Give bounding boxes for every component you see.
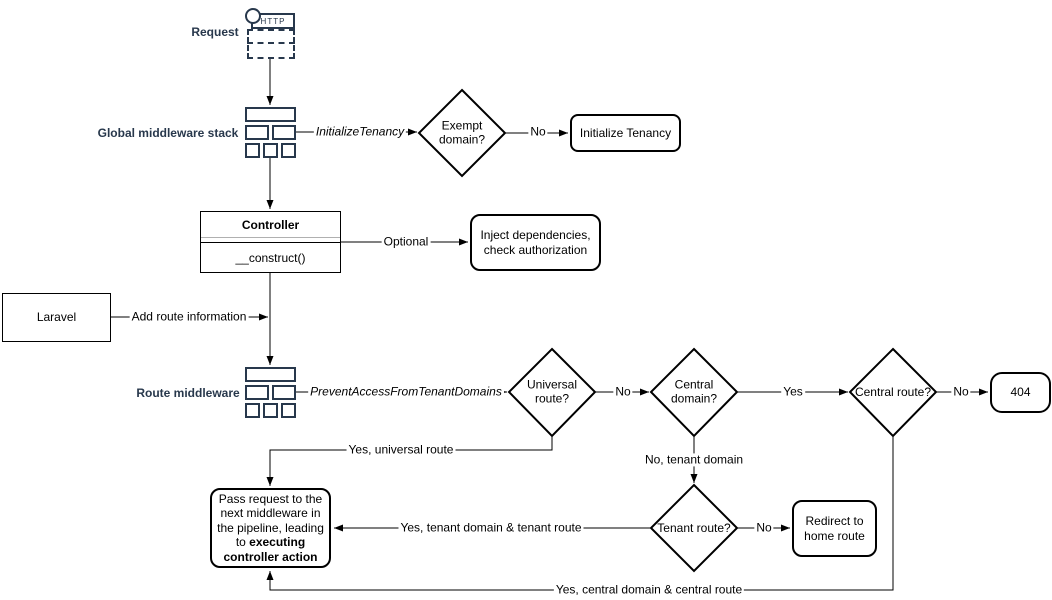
edge-label-yes-tenant-domain-route: Yes, tenant domain & tenant route [398, 520, 584, 535]
stack-cell [272, 125, 296, 140]
decision-universal-route [507, 347, 597, 438]
edge-label-no-tenant-domain: No, tenant domain [642, 452, 746, 467]
stack-cell [245, 107, 296, 122]
controller-box: Controller __construct() [200, 211, 341, 273]
route-middleware-icon [245, 367, 296, 418]
edge-label-exempt-no: No [528, 124, 548, 139]
initialize-tenancy-box: Initialize Tenancy [570, 114, 681, 152]
edge-label-yes-universal-route: Yes, universal route [346, 442, 456, 457]
inject-dependencies-text: Inject dependencies, check authorization [480, 228, 591, 257]
edge-label-initialize-tenancy: InitializeTenancy [313, 124, 407, 139]
route-middleware-label: Route middleware [136, 386, 240, 400]
controller-method: __construct() [235, 250, 306, 265]
http-text: HTTP [260, 16, 286, 26]
request-body-box [247, 29, 295, 59]
stack-cell [263, 143, 278, 158]
stack-cell [272, 385, 296, 400]
edge-label-prevent-access: PreventAccessFromTenantDomains [308, 384, 504, 399]
pass-request-text: Pass request to the next middleware in t… [215, 492, 326, 564]
request-body-divider [247, 42, 295, 44]
edge-label-universal-no: No [613, 384, 633, 399]
404-box: 404 [990, 372, 1051, 413]
redirect-home-box: Redirect to home route [792, 500, 877, 557]
controller-title: Controller [201, 212, 340, 238]
decision-tenant-route [649, 483, 739, 573]
controller-divider [201, 238, 340, 243]
request-circle-icon [245, 8, 261, 24]
stack-cell [281, 403, 296, 418]
global-middleware-stack-label: Global middleware stack [97, 126, 239, 140]
stack-cell [263, 403, 278, 418]
stack-cell [281, 143, 296, 158]
stack-cell [245, 143, 260, 158]
edge-label-add-route-information: Add route information [129, 309, 249, 324]
404-text: 404 [1010, 385, 1031, 400]
tenant-route-text: Tenant route? [657, 520, 731, 535]
exempt-domain-text: Exempt domain? [438, 118, 486, 147]
request-label: Request [191, 25, 239, 39]
global-middleware-stack-icon [245, 107, 296, 158]
stack-cell [245, 125, 269, 140]
pass-request-text-normal: Pass request to the next middleware in t… [217, 492, 324, 550]
universal-route-text: Universal route? [526, 377, 577, 406]
laravel-text: Laravel [36, 310, 77, 325]
central-route-text: Central route? [854, 384, 932, 399]
stack-cell [245, 367, 296, 382]
decision-central-domain [649, 347, 739, 438]
redirect-home-text: Redirect to home route [804, 514, 865, 543]
edge-label-optional: Optional [381, 234, 431, 249]
central-domain-text: Central domain? [670, 377, 718, 406]
inject-dependencies-box: Inject dependencies, check authorization [470, 214, 601, 271]
stack-cell [245, 403, 260, 418]
pass-request-box: Pass request to the next middleware in t… [210, 488, 331, 568]
decision-exempt-domain [417, 88, 507, 178]
edge-label-central-route-no: No [951, 384, 971, 399]
edge-label-central-domain-yes: Yes [781, 384, 805, 399]
edge-label-tenant-no: No [754, 520, 774, 535]
laravel-box: Laravel [2, 293, 111, 342]
pass-request-text-bold: executing controller action [223, 535, 318, 564]
decision-central-route [848, 347, 938, 438]
http-request-icon: HTTP [245, 8, 296, 59]
initialize-tenancy-text: Initialize Tenancy [579, 125, 672, 140]
stack-cell [245, 385, 269, 400]
edge-label-yes-central-domain-route: Yes, central domain & central route [553, 582, 745, 597]
